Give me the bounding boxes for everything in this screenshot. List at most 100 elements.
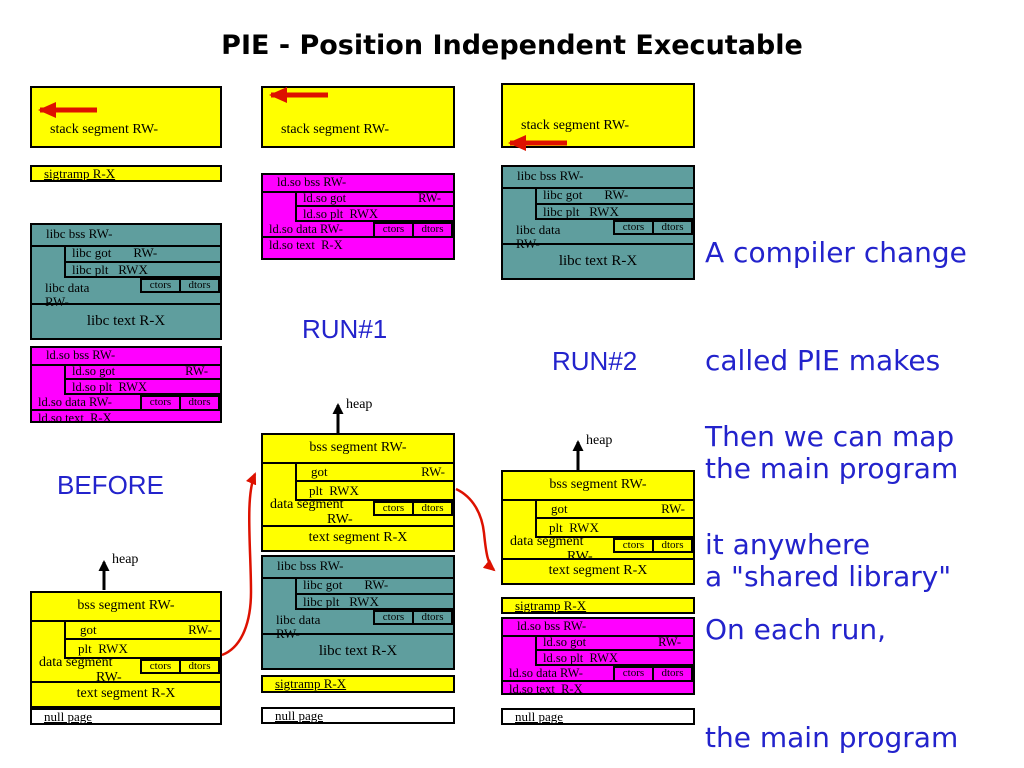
libc-got-plt-box: libc got RW- libc plt RWX — [64, 245, 220, 278]
ldso-ctors-dtors: ctors dtors — [613, 666, 693, 682]
heap-label-before: heap — [112, 552, 139, 567]
ldso-got-label: ld.so got — [72, 363, 116, 378]
ctors-box: ctors — [373, 610, 414, 625]
plt-row: plt RWX — [78, 640, 128, 656]
libc-data-perm: RW- — [45, 294, 69, 309]
text-segment-row: text segment R-X — [503, 558, 693, 583]
ldso-got-label: ld.so got — [543, 634, 587, 649]
libc-got-label: libc got — [303, 577, 343, 592]
dtors-box: dtors — [179, 278, 220, 293]
heap-label-run2: heap — [586, 433, 613, 448]
stack-segment-before: stack segment RW- — [30, 86, 222, 148]
got-perm: RW- — [188, 622, 212, 637]
note-line: the main program — [705, 721, 959, 754]
ldso-got-perm: RW- — [418, 190, 441, 205]
ctors-box: ctors — [140, 395, 181, 411]
exe-block-run2: bss segment RW- got RW- plt RWX ctors dt… — [501, 470, 695, 585]
libc-got-row: libc got RW- — [297, 577, 453, 595]
libc-plt-row: libc plt RWX — [303, 593, 379, 609]
libc-bss-row: libc bss RW- — [503, 167, 693, 189]
ldso-text-row: ld.so text R-X — [509, 682, 583, 696]
data-segment-label: data segment — [510, 534, 584, 549]
bss-segment-row: bss segment RW- — [32, 593, 220, 622]
libc-text-row: libc text R-X — [263, 633, 453, 668]
libc-data-label: libc data — [276, 612, 321, 627]
sigtramp-label: sigtramp R-X — [44, 166, 116, 181]
ldso-got-row: ld.so got RW- — [66, 364, 220, 380]
note-compiler-change: A compiler change called PIE makes the m… — [705, 163, 967, 667]
exe-block-before: bss segment RW- got RW- plt RWX ctors dt… — [30, 591, 222, 708]
libc-got-perm: RW- — [604, 187, 629, 202]
null-page-label: null page — [275, 708, 324, 723]
libc-got-plt-box: libc got RW- libc plt RWX — [295, 577, 453, 610]
libc-data-label: libc data — [516, 222, 561, 237]
libc-got-label: libc got — [543, 187, 583, 202]
libc-data-label: libc data — [45, 280, 90, 295]
stack-segment-run1: stack segment RW- — [261, 86, 455, 148]
libc-bss-row: libc bss RW- — [32, 225, 220, 247]
ldso-got-row: ld.so got RW- — [297, 191, 453, 207]
ldso-block-run2: ld.so bss RW- ld.so got RW- ld.so plt RW… — [501, 617, 695, 696]
data-segment-label: data segment — [39, 655, 113, 670]
flow-arrow-before-to-run1 — [221, 472, 257, 657]
libc-plt-row: libc plt RWX — [72, 261, 148, 277]
libc-block-run1: libc bss RW- libc got RW- libc plt RWX c… — [261, 555, 455, 670]
libc-got-row: libc got RW- — [66, 245, 220, 263]
libc-got-perm: RW- — [133, 245, 158, 260]
ldso-plt-row: ld.so plt RWX — [303, 206, 379, 221]
ldso-plt-row: ld.so plt RWX — [72, 379, 148, 394]
ctors-box: ctors — [613, 220, 654, 235]
sigtramp-label: sigtramp R-X — [515, 598, 587, 613]
ctors-box: ctors — [373, 222, 414, 238]
got-label: got — [311, 464, 328, 479]
libc-got-perm: RW- — [364, 577, 389, 592]
stage-label-run1: RUN#1 — [302, 314, 388, 344]
stack-segment-label: stack segment RW- — [50, 122, 159, 137]
ldso-block-before: ld.so bss RW- ld.so got RW- ld.so plt RW… — [30, 346, 222, 425]
text-segment-row: text segment R-X — [32, 681, 220, 706]
stage-label-before: BEFORE — [57, 470, 164, 500]
ctors-box: ctors — [140, 278, 181, 293]
got-perm: RW- — [661, 501, 685, 516]
ldso-got-plt-box: ld.so got RW- ld.so plt RWX — [295, 191, 453, 222]
ldso-got-label: ld.so got — [303, 190, 347, 205]
libc-got-label: libc got — [72, 245, 112, 260]
ldso-text-row: ld.so text R-X — [38, 411, 112, 425]
libc-text-row: libc text R-X — [32, 303, 220, 338]
ldso-got-plt-box: ld.so got RW- ld.so plt RWX — [64, 364, 220, 395]
heap-label-run1: heap — [346, 397, 373, 412]
ldso-bss-row: ld.so bss RW- — [32, 348, 220, 366]
ldso-plt-row: ld.so plt RWX — [543, 650, 619, 665]
stack-segment-label: stack segment RW- — [281, 122, 390, 137]
null-page-label: null page — [44, 709, 93, 724]
data-segment-perm: RW- — [567, 549, 593, 564]
libc-ctors-dtors: ctors dtors — [373, 610, 453, 625]
note-map-anywhere: Then we can map it anywhere — [705, 347, 954, 635]
got-row: got RW- — [537, 501, 693, 519]
ldso-data-row: ld.so data RW- — [263, 222, 453, 238]
stack-segment-run2: stack segment RW- — [501, 83, 695, 148]
ldso-got-perm: RW- — [185, 363, 208, 378]
data-segment-perm: RW- — [327, 512, 353, 527]
ctors-box: ctors — [373, 501, 414, 516]
note-line: called PIE makes — [705, 344, 941, 377]
dtors-box: dtors — [412, 501, 453, 516]
ldso-got-perm: RW- — [658, 634, 681, 649]
ctors-dtors: ctors dtors — [613, 538, 693, 553]
dtors-box: dtors — [179, 395, 220, 411]
libc-got-plt-box: libc got RW- libc plt RWX — [535, 187, 693, 220]
sigtramp-run2: sigtramp R-X — [501, 597, 695, 614]
libc-got-row: libc got RW- — [537, 187, 693, 205]
dtors-box: dtors — [412, 222, 453, 238]
null-page-run1: null page — [261, 707, 455, 724]
stage-label-run2: RUN#2 — [552, 346, 638, 376]
stack-segment-label: stack segment RW- — [521, 118, 630, 133]
text-segment-row: text segment R-X — [263, 525, 453, 550]
ldso-got-plt-box: ld.so got RW- ld.so plt RWX — [535, 635, 693, 666]
dtors-box: dtors — [179, 659, 220, 674]
libc-ctors-dtors: ctors dtors — [140, 278, 220, 293]
libc-plt-row: libc plt RWX — [543, 203, 619, 219]
exe-block-run1: bss segment RW- got RW- plt RWX ctors dt… — [261, 433, 455, 552]
bss-segment-row: bss segment RW- — [263, 435, 453, 464]
got-row: got RW- — [66, 622, 220, 640]
